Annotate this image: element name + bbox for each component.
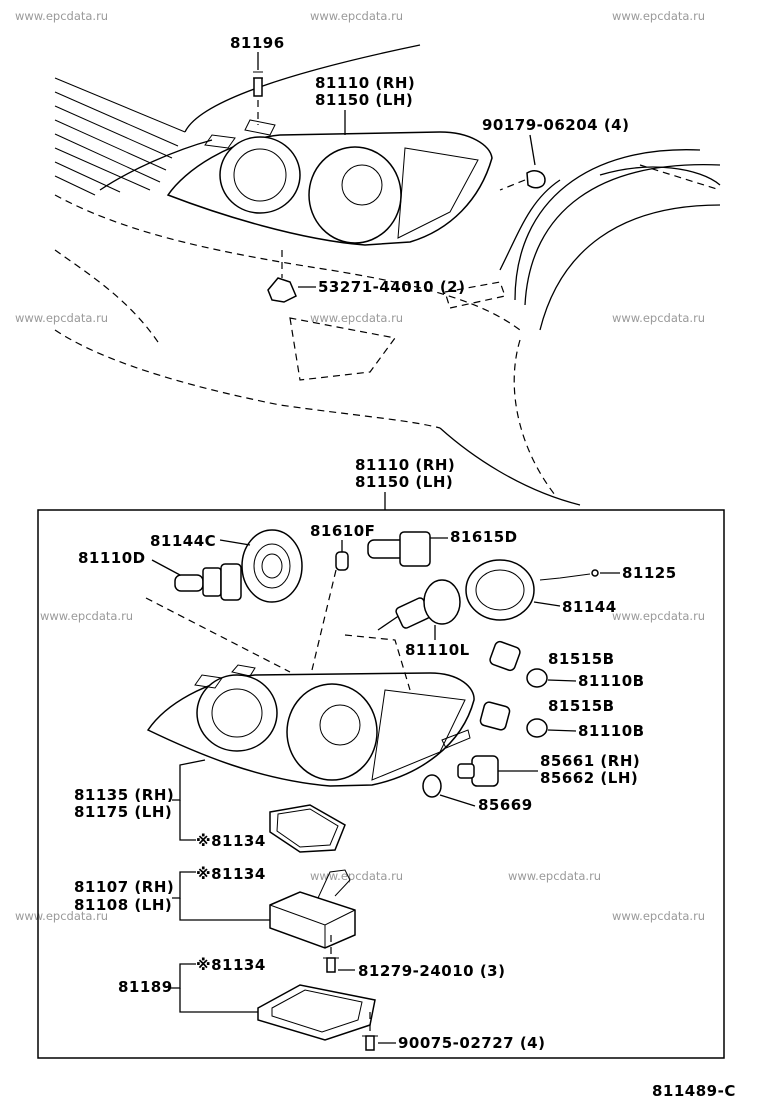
part-label-85661: 85661 (RH) — [540, 752, 640, 770]
watermark: www.epcdata.ru — [612, 9, 705, 23]
car-front-illustration — [54, 44, 721, 506]
part-label-81515b-1: 81515B — [548, 650, 615, 668]
gasket-81134 — [269, 804, 346, 853]
part-label-81175: 81175 (LH) — [74, 803, 172, 821]
part-label-81610f: 81610F — [310, 522, 375, 540]
exploded-view-frame — [37, 509, 725, 1059]
watermark: www.epcdata.ru — [310, 311, 403, 325]
socket-81515b-2 — [479, 701, 511, 731]
part-label-81110l: 81110L — [405, 641, 470, 659]
part-label-81134-3: ※81134 — [196, 956, 266, 974]
part-label-81150-lh-box: 81150 (LH) — [355, 473, 453, 491]
fog-socket-85661 — [457, 755, 499, 787]
part-label-81144c: 81144C — [150, 532, 216, 550]
part-label-81110-rh-box: 81110 (RH) — [355, 456, 455, 474]
part-label-53271: 53271-44010 (2) — [318, 278, 465, 296]
watermark: www.epcdata.ru — [40, 609, 133, 623]
part-label-81125: 81125 — [622, 564, 677, 582]
headlamp-housing-box — [146, 664, 475, 787]
bulb-81610f — [335, 551, 349, 571]
watermark: www.epcdata.ru — [310, 869, 403, 883]
part-label-81196: 81196 — [230, 34, 285, 52]
part-label-85662: 85662 (LH) — [540, 769, 638, 787]
part-label-81135: 81135 (RH) — [74, 786, 174, 804]
ballast-81107 — [269, 869, 356, 949]
cover-81189 — [257, 984, 376, 1041]
part-label-81144: 81144 — [562, 598, 617, 616]
screw-81279 — [323, 957, 339, 973]
watermark: www.epcdata.ru — [310, 9, 403, 23]
part-label-81515b-2: 81515B — [548, 697, 615, 715]
part-label-81134-1: ※81134 — [196, 832, 266, 850]
part-label-81110b-1: 81110B — [578, 672, 645, 690]
watermark: www.epcdata.ru — [15, 9, 108, 23]
part-label-81134-2: ※81134 — [196, 865, 266, 883]
part-label-90179: 90179-06204 (4) — [482, 116, 629, 134]
o-ring-85669 — [422, 774, 442, 798]
part-label-81110-rh-top: 81110 (RH) — [315, 74, 415, 92]
watermark: www.epcdata.ru — [508, 869, 601, 883]
screw-90075 — [362, 1035, 378, 1051]
part-label-90075: 90075-02727 (4) — [398, 1034, 545, 1052]
part-label-81615d: 81615D — [450, 528, 518, 546]
part-label-81189: 81189 — [118, 978, 173, 996]
bulb-81110l — [377, 579, 461, 631]
socket-81515b-1 — [489, 640, 521, 672]
part-label-81110d: 81110D — [78, 549, 146, 567]
part-label-81279: 81279-24010 (3) — [358, 962, 505, 980]
part-label-85669: 85669 — [478, 796, 533, 814]
bulb-81110d — [174, 563, 242, 601]
part-label-81110b-2: 81110B — [578, 722, 645, 740]
watermark: www.epcdata.ru — [612, 909, 705, 923]
diagram-code: 811489-C — [652, 1082, 736, 1100]
watermark: www.epcdata.ru — [15, 311, 108, 325]
bulb-81110b-1 — [526, 668, 548, 688]
socket-81615d — [367, 531, 431, 567]
watermark: www.epcdata.ru — [612, 609, 705, 623]
cap-81144 — [465, 559, 535, 621]
watermark: www.epcdata.ru — [612, 311, 705, 325]
wire-81125 — [539, 573, 591, 581]
cap-81144c — [241, 529, 303, 603]
part-label-81108: 81108 (LH) — [74, 896, 172, 914]
part-label-81107: 81107 (RH) — [74, 878, 174, 896]
part-label-81150-lh-top: 81150 (LH) — [315, 91, 413, 109]
bulb-81110b-2 — [526, 718, 548, 738]
